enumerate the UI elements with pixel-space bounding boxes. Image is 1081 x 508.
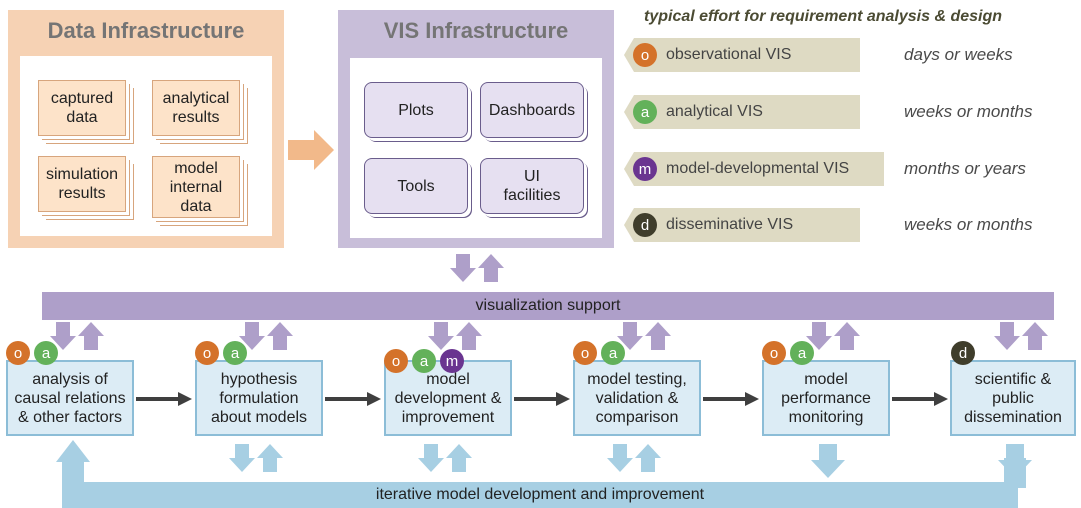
process-step-model-testing: model testing,validation &comparison (573, 360, 701, 436)
doc-line: internal (169, 178, 223, 196)
legend-band (634, 95, 860, 129)
tile-plots: Plots (364, 82, 468, 138)
visualization-support-label: visualization support (475, 297, 621, 314)
legend-band (634, 152, 884, 186)
legend-label: analytical VIS (666, 103, 763, 120)
legend-heading: typical effort for requirement analysis … (644, 8, 1003, 25)
legend-label: observational VIS (666, 46, 792, 63)
step-line: development & (394, 389, 502, 407)
step-line: comparison (595, 408, 679, 426)
step-line: causal relations (14, 389, 126, 407)
badge-m-icon: m (440, 349, 464, 373)
step-line: model (804, 370, 848, 388)
step-line: model testing, (587, 370, 687, 388)
step-line: & other factors (17, 408, 123, 426)
badge-a-icon: a (34, 341, 58, 365)
legend-band (634, 38, 860, 72)
legend-effort: weeks or months (904, 102, 1033, 121)
legend-effort: weeks or months (904, 215, 1033, 234)
tile-dashboards: Dashboards (480, 82, 584, 138)
tile-label: Tools (397, 177, 435, 195)
vis-infrastructure-title: VIS Infrastructure (383, 18, 569, 43)
iterative-loop-label: iterative model development and improvem… (375, 486, 705, 503)
step-line: about models (210, 408, 308, 426)
step-line: dissemination (964, 408, 1062, 426)
legend-band (634, 208, 860, 242)
data-to-vis-arrow (288, 130, 334, 170)
badge-o-icon: o (6, 341, 30, 365)
badge-a-icon: a (412, 349, 436, 373)
legend-tip (624, 152, 634, 186)
badge-a-icon: a (790, 341, 814, 365)
doc-line: results (58, 185, 106, 202)
legend-tip (624, 38, 634, 72)
legend-effort: months or years (904, 159, 1026, 178)
step-line: hypothesis (220, 370, 298, 388)
doc-analytical-results: analytical results (152, 80, 240, 136)
badge-a-icon: a (223, 341, 247, 365)
tile-ui-facilities: UI facilities (480, 158, 584, 214)
iteration-loop-up-arrow (56, 440, 90, 462)
tile-label: Dashboards (488, 101, 576, 119)
badge-o-icon: o (384, 349, 408, 373)
badge-o-icon: o (195, 341, 219, 365)
doc-line: captured (50, 90, 114, 107)
badge-m-icon: m (633, 157, 657, 181)
visualization-support-bar (42, 292, 1054, 320)
legend-label: disseminative VIS (666, 216, 794, 233)
step-line: formulation (219, 389, 299, 407)
badge-a-icon: a (633, 100, 657, 124)
step-line: validation & (595, 389, 679, 407)
doc-line: results (172, 109, 220, 126)
doc-simulation-results: simulation results (38, 156, 126, 212)
iteration-loop-left-leg (62, 458, 84, 488)
tile-label: Plots (398, 101, 434, 119)
vis-infra-support-arrows (450, 254, 504, 282)
step-line: improvement (401, 408, 495, 426)
badge-o-icon: o (762, 341, 786, 365)
badge-o-icon: o (633, 43, 657, 67)
iteration-loop-bar (62, 482, 1018, 508)
step-line: model (426, 370, 470, 388)
legend-tip (624, 95, 634, 129)
badge-d-icon: d (633, 213, 657, 237)
doc-line: analytical (162, 90, 230, 107)
doc-line: data (66, 109, 98, 126)
step-line: monitoring (788, 408, 864, 426)
doc-captured-data: captured data (38, 80, 126, 136)
tile-label: UI (524, 168, 540, 185)
step-line: scientific & (974, 370, 1052, 388)
step-line: analysis of (32, 370, 108, 388)
tile-label: facilities (503, 187, 561, 204)
doc-line: data (180, 197, 212, 215)
badge-d-icon: d (951, 341, 975, 365)
legend-tip (624, 208, 634, 242)
legend-label: model-developmental VIS (666, 160, 850, 177)
badge-o-icon: o (573, 341, 597, 365)
badge-a-icon: a (601, 341, 625, 365)
legend-effort: days or weeks (904, 45, 1013, 64)
tile-tools: Tools (364, 158, 468, 214)
step-line: public (992, 389, 1034, 407)
doc-line: simulation (45, 166, 119, 183)
data-infrastructure-title: Data Infrastructure (47, 18, 245, 43)
step-line: performance (781, 389, 871, 407)
doc-line: model (174, 159, 218, 177)
